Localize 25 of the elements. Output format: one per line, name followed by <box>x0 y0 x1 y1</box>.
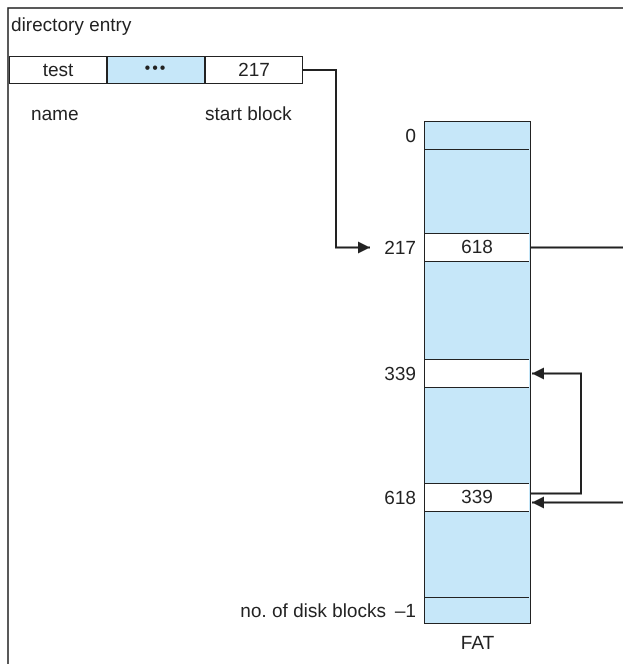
field-value: 217 <box>237 61 271 80</box>
block-number: 339 <box>384 364 416 384</box>
row-note: no. of disk blocks <box>240 602 386 620</box>
block-number: –1 <box>394 602 416 620</box>
entry-value: 339 <box>460 488 494 506</box>
table-caption: FAT <box>460 634 496 653</box>
arrow <box>303 69 370 254</box>
field-value: test <box>42 61 74 80</box>
name-field-cell <box>9 56 107 84</box>
block-number: 0 <box>405 126 416 146</box>
arrow <box>531 246 623 508</box>
block-number: 618 <box>384 488 416 508</box>
fat-entry <box>425 358 529 388</box>
entry-value: 618 <box>460 238 494 256</box>
fat-table <box>424 121 531 624</box>
fat-entry <box>425 232 529 262</box>
fat-entry <box>425 482 529 512</box>
field-label: start block <box>205 105 292 124</box>
ellipsis-field-cell <box>107 56 205 84</box>
arrow <box>531 368 582 494</box>
start-block-cell <box>205 56 303 84</box>
block-number: 217 <box>384 238 416 258</box>
field-label: name <box>31 105 79 124</box>
field-value: ••• <box>144 61 168 77</box>
section-heading: directory entry <box>11 16 132 35</box>
